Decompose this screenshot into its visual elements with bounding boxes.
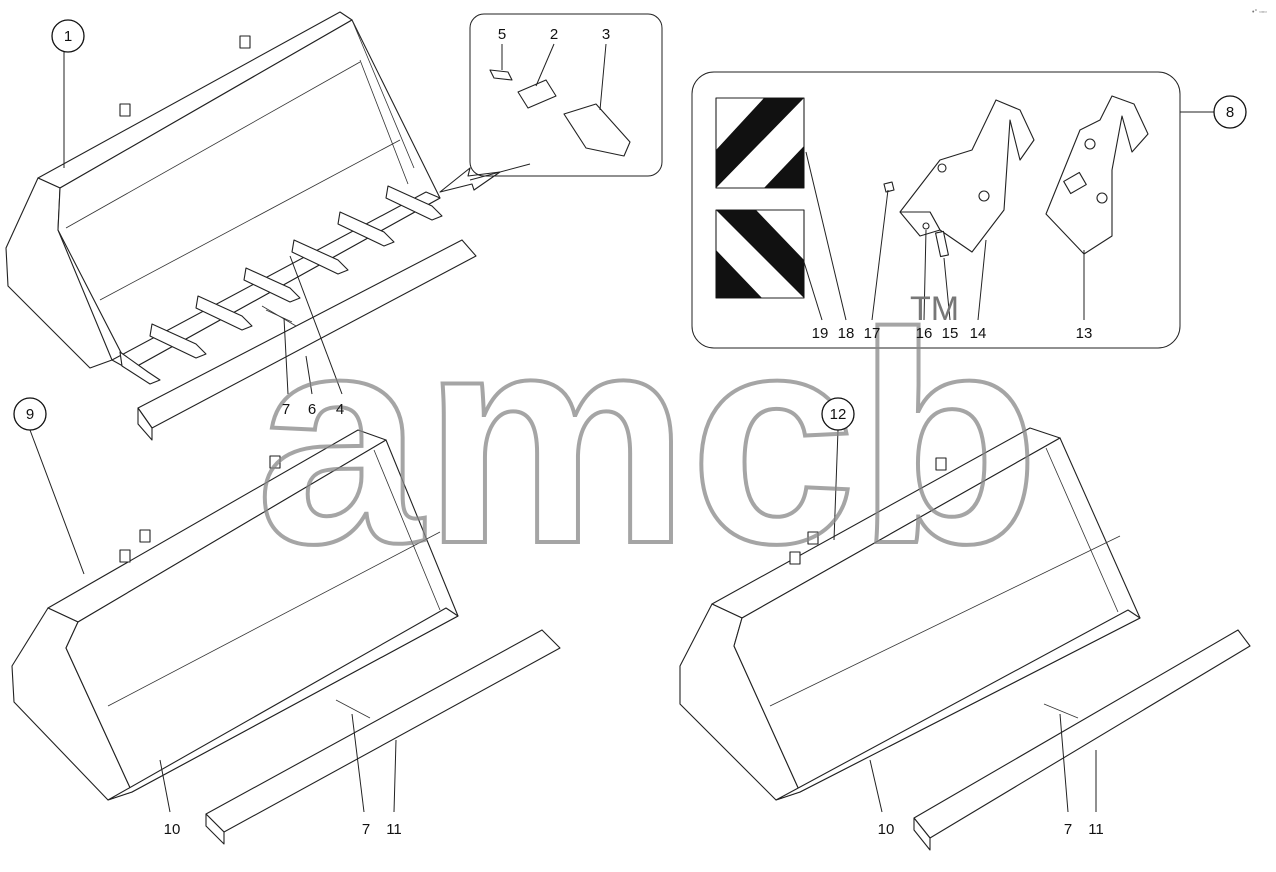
corner-mark: •° ▫▫▫	[1252, 8, 1267, 16]
callout-9-label: 9	[26, 406, 34, 423]
label-10-right: 10	[878, 821, 895, 838]
callout-9: 9	[13, 397, 47, 431]
label-16: 16	[916, 325, 933, 342]
label-14: 14	[970, 325, 987, 342]
callout-1: 1	[51, 19, 85, 53]
label-7-top: 7	[282, 401, 290, 418]
hook-kit-box	[691, 71, 1181, 349]
label-18: 18	[838, 325, 855, 342]
bucket-with-teeth	[5, 11, 477, 441]
callout-12-label: 12	[830, 406, 847, 423]
label-3: 3	[602, 26, 610, 43]
warning-decals	[715, 97, 805, 299]
teeth-detail-inset	[469, 13, 663, 177]
watermark-tm: TM	[910, 290, 959, 328]
label-11-right: 11	[1088, 821, 1104, 838]
label-11-left: 11	[386, 821, 402, 838]
hook-plate-14	[899, 99, 1035, 253]
callout-12: 12	[821, 397, 855, 431]
label-7-right: 7	[1064, 821, 1072, 838]
bucket-smooth-left	[11, 429, 561, 845]
bucket-smooth-right	[679, 427, 1251, 851]
watermark-text: amcb	[256, 270, 1040, 606]
watermark: amcb TM	[254, 268, 1042, 608]
callout-8-label: 8	[1226, 104, 1234, 121]
label-6: 6	[308, 401, 316, 418]
label-17: 17	[864, 325, 881, 342]
label-2: 2	[550, 26, 558, 43]
label-7-left: 7	[362, 821, 370, 838]
label-19: 19	[812, 325, 829, 342]
hook-plate-13	[1045, 95, 1149, 255]
label-13: 13	[1076, 325, 1093, 342]
tooth-parts	[489, 43, 631, 157]
bucket-teeth	[119, 185, 443, 385]
label-10-left: 10	[164, 821, 181, 838]
callout-1-label: 1	[64, 28, 72, 45]
label-5: 5	[498, 26, 506, 43]
callout-8: 8	[1213, 95, 1247, 129]
label-4: 4	[336, 401, 344, 418]
label-15: 15	[942, 325, 959, 342]
